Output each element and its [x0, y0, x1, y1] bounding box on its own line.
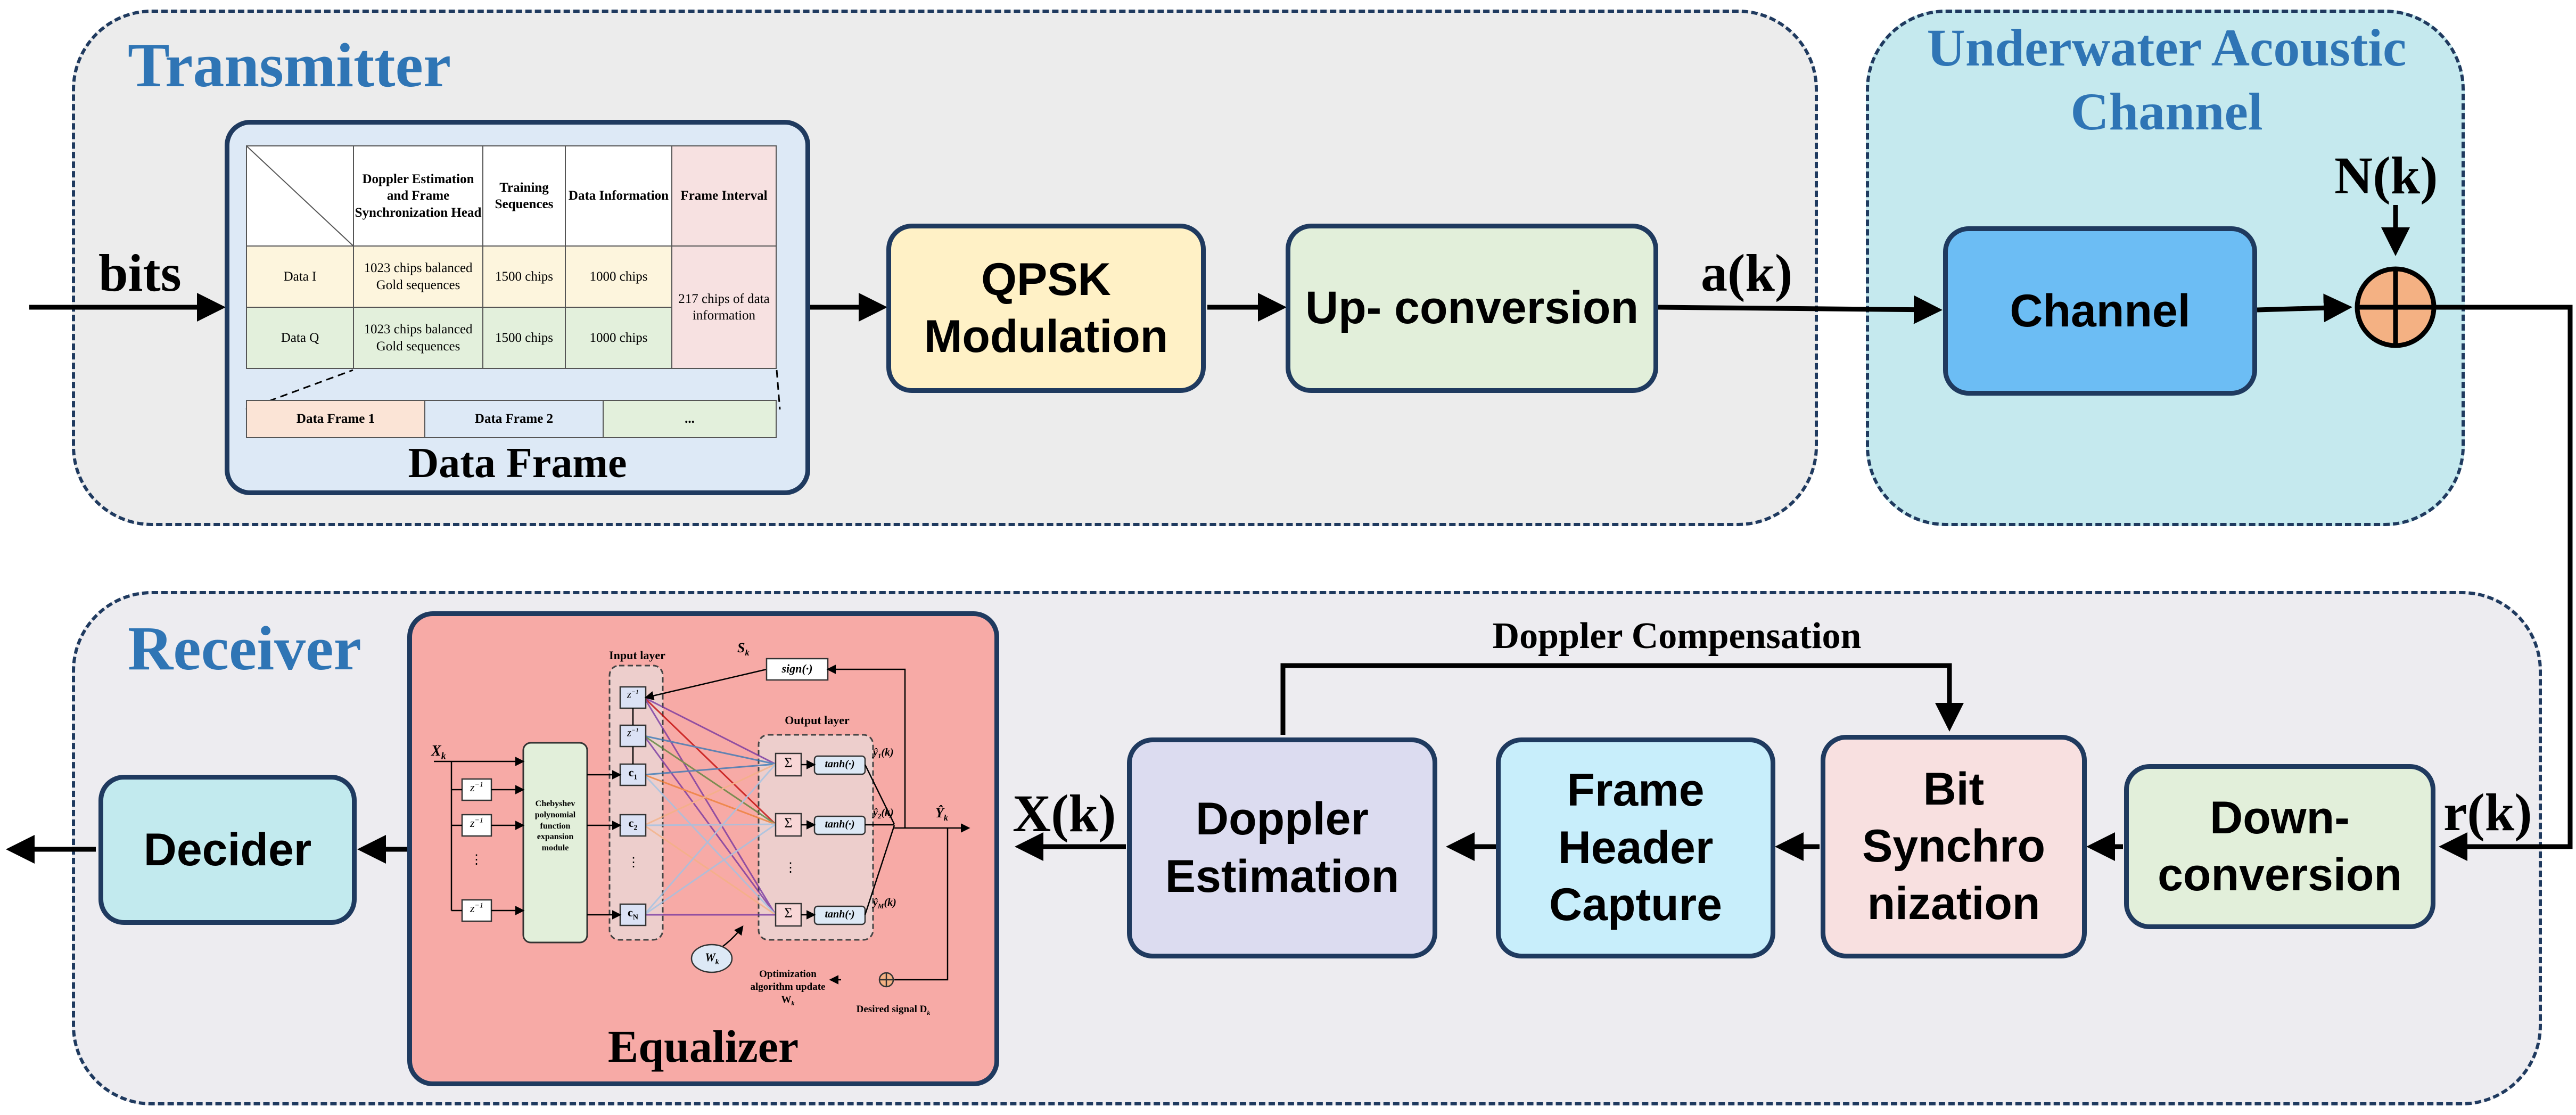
bit-synchronization-block: Bit Synchro nization [1821, 735, 2087, 958]
eq-tanh-m: tanh(·) [825, 908, 855, 920]
channel-block: Channel [1943, 226, 2257, 396]
transmitter-title: Transmitter [128, 30, 451, 100]
eq-optimization-label: Optimization algorithm update Wk [750, 969, 826, 1007]
eq-output-2: ŷ2(k) [873, 807, 894, 820]
data-frame-more: ... [603, 400, 777, 438]
receiver-title: Receiver [128, 613, 361, 683]
equalizer-title: Equalizer [607, 1021, 799, 1072]
data-frame-title: Data Frame [408, 440, 627, 487]
channel-title: Underwater Acoustic Channel [1927, 18, 2407, 141]
ak-label: a(k) [1701, 243, 1793, 302]
table-corner-cell [246, 145, 356, 248]
eq-input-delay-1: z−1 [627, 688, 639, 701]
upconv-to-channel-arrow [1658, 295, 1943, 324]
decider-block: Decider [98, 775, 357, 925]
eq-tanh-2: tanh(·) [825, 818, 855, 830]
qpsk-modulation-block: QPSK Modulation [886, 224, 1206, 393]
eq-sign-function: sign(·) [781, 662, 813, 675]
eq-delay-3: z−1 [470, 901, 483, 915]
doppler-compensation-label: Doppler Compensation [1492, 616, 1862, 657]
frame-header-capture-block: Frame Header Capture [1496, 737, 1775, 958]
table-cell-q-gold: 1023 chips balanced Gold sequences [353, 307, 483, 369]
eq-input-ellipsis: ⋮ [627, 856, 640, 870]
table-row-label-i: Data I [246, 245, 354, 308]
equalizer-block [407, 611, 999, 1086]
eq-y-output: Ŷk [935, 805, 948, 823]
data-frame-2: Data Frame 2 [424, 400, 604, 438]
bits-label: bits [98, 243, 182, 302]
doppler-estimation-block: Doppler Estimation [1127, 737, 1437, 958]
table-cell-i-gold: 1023 chips balanced Gold sequences [353, 245, 483, 308]
eq-output-1: ŷ1(k) [873, 747, 894, 760]
eq-x-input: Xk [431, 743, 446, 761]
table-row-label-q: Data Q [246, 307, 354, 369]
eq-delay-ellipsis: ⋮ [470, 853, 483, 867]
eq-sk-label: Sk [737, 640, 750, 658]
eq-delay-1: z−1 [470, 781, 483, 794]
sum-to-receiver-loop [2435, 305, 2573, 861]
channel-to-sum-arrow [2257, 293, 2352, 323]
eq-expansion-module: Chebyshev polynomial function expansion … [534, 799, 576, 853]
noise-label: N(k) [2334, 146, 2438, 205]
eq-tanh-1: tanh(·) [825, 758, 855, 770]
eq-delay-2: z−1 [470, 816, 483, 830]
table-header-data-info: Data Information [565, 145, 672, 247]
table-header-doppler: Doppler Estimation and Frame Synchroniza… [353, 145, 483, 247]
eq-sum-1: Σ [784, 755, 793, 770]
upconversion-block: Up- conversion [1286, 224, 1658, 393]
rk-label: r(k) [2443, 783, 2532, 842]
eq-input-layer-label: Input layer [609, 649, 665, 662]
eq-output-layer-label: Output layer [785, 714, 850, 727]
eq-desired-signal: Desired signal Dk [856, 1004, 931, 1016]
eq-coefficient-1: c1 [628, 766, 638, 782]
table-header-frame-interval: Frame Interval [671, 145, 777, 247]
eq-input-delay-2: z−1 [627, 726, 639, 739]
eq-output-m: ŷM(k) [873, 897, 896, 910]
table-cell-q-data: 1000 chips [565, 307, 672, 369]
table-cell-interval: 217 chips of data information [671, 245, 777, 369]
doppler-compensation-arrow [1280, 663, 1964, 735]
eq-weights: Wk [705, 950, 719, 966]
downconversion-block: Down- conversion [2124, 764, 2435, 929]
eq-sum-m: Σ [784, 905, 793, 921]
eq-output-ellipsis: ⋮ [784, 861, 797, 875]
data-frame-1: Data Frame 1 [246, 400, 425, 438]
eq-coefficient-2: c2 [628, 816, 638, 832]
eq-sum-2: Σ [784, 815, 793, 831]
eq-coefficient-n: cN [628, 906, 638, 922]
table-cell-i-data: 1000 chips [565, 245, 672, 308]
xk-label: X(k) [1013, 784, 1116, 843]
table-cell-i-training: 1500 chips [482, 245, 566, 308]
table-header-training: Training Sequences [482, 145, 566, 247]
